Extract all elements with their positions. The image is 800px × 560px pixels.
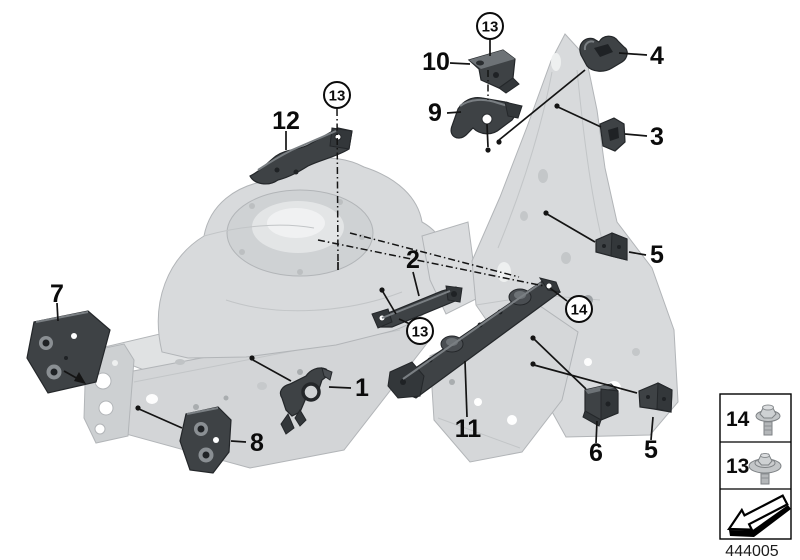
- svg-text:14: 14: [571, 302, 588, 319]
- part-11-rail-bracket: [387, 277, 562, 399]
- callout-13-circled-mid[interactable]: 13: [406, 317, 434, 345]
- callout-8[interactable]: 8: [250, 429, 264, 457]
- apron-panel: [421, 221, 479, 315]
- callout-14-circled[interactable]: 14: [565, 295, 593, 323]
- part-2-strut: [371, 285, 463, 329]
- callout-13-circled-left[interactable]: 13: [323, 81, 351, 109]
- part-5-lower-bracket: [638, 382, 673, 413]
- part-7-plate: [26, 310, 111, 394]
- callout-10[interactable]: 10: [422, 48, 450, 76]
- circled-callouts: 13 13 13 14: [323, 12, 593, 345]
- part-3-clip: [599, 117, 626, 152]
- part-6-bracket: [582, 383, 619, 427]
- body-structure: [83, 33, 679, 469]
- part-1-bracket: [279, 367, 333, 435]
- svg-text:13: 13: [726, 455, 749, 478]
- callout-9[interactable]: 9: [428, 99, 442, 127]
- callout-11[interactable]: 11: [455, 415, 482, 443]
- drawing-number: 444005: [725, 543, 778, 560]
- callout-1[interactable]: 1: [355, 374, 369, 402]
- part-10-bracket: [467, 49, 520, 94]
- direction-arrow-icon: [726, 494, 791, 537]
- callout-13-circled-top[interactable]: 13: [476, 12, 504, 40]
- svg-text:14: 14: [726, 408, 750, 431]
- part-12-bracket: [249, 127, 353, 185]
- callout-5-upper[interactable]: 5: [650, 241, 664, 269]
- callout-5-lower[interactable]: 5: [644, 436, 658, 464]
- legend-item-13[interactable]: 13: [726, 453, 782, 485]
- legend-item-14[interactable]: 14: [726, 404, 781, 436]
- fastener-legend: 14 13: [719, 393, 792, 540]
- callout-7[interactable]: 7: [50, 280, 64, 308]
- part-9-bracket: [450, 96, 523, 139]
- svg-text:13: 13: [482, 19, 499, 36]
- hex-flange-bolt-icon: [755, 404, 781, 436]
- hex-washer-bolt-icon: [748, 453, 782, 485]
- part-4-bracket: [579, 35, 628, 72]
- callout-6[interactable]: 6: [589, 439, 603, 467]
- callout-2[interactable]: 2: [406, 246, 420, 274]
- callout-3[interactable]: 3: [650, 123, 664, 151]
- callout-4[interactable]: 4: [650, 42, 664, 70]
- callout-12[interactable]: 12: [272, 107, 300, 135]
- leader-lines: [56, 40, 654, 444]
- part-8-plate: [179, 406, 232, 474]
- svg-text:13: 13: [412, 324, 429, 341]
- highlighted-parts: [26, 35, 673, 474]
- part-5-upper-bracket: [595, 232, 628, 261]
- svg-text:13: 13: [329, 88, 346, 105]
- callouts: 10 9 4 3 12 2 5 7 1 8 11 6 5: [50, 42, 664, 467]
